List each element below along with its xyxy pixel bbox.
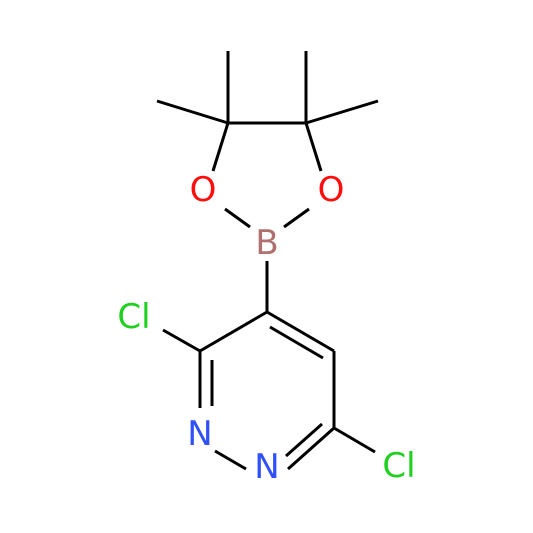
bond-nitrogen-nitrogen (214, 449, 247, 471)
bond-methyl-4 (305, 99, 379, 125)
bond-ring-bottom-right-outer (287, 426, 335, 471)
bond-methyl-2 (156, 99, 229, 125)
bond-ring-top-right-inner (269, 325, 324, 360)
nitrogen-left-atom: N (187, 414, 212, 454)
nitrogen-bottom-atom: N (254, 447, 279, 487)
bond-ring-top-left (199, 310, 268, 353)
bond-ring-bottom-right-inner (285, 422, 323, 458)
bond-chlorine-left (162, 328, 201, 353)
bond-carbon-oxygen-left (211, 122, 230, 172)
bond-oxygen-boron-left (224, 207, 251, 229)
bond-ring-top-right-outer (266, 310, 335, 353)
bond-carbon-oxygen-right (304, 122, 323, 172)
oxygen-left-atom: O (190, 170, 217, 210)
bond-chlorine-right (333, 426, 376, 454)
oxygen-right-atom: O (318, 170, 345, 210)
bond-oxygen-boron-right (283, 207, 310, 229)
boron-atom: B (255, 223, 278, 263)
chlorine-right-atom: Cl (382, 446, 415, 486)
chlorine-left-atom: Cl (117, 297, 150, 337)
